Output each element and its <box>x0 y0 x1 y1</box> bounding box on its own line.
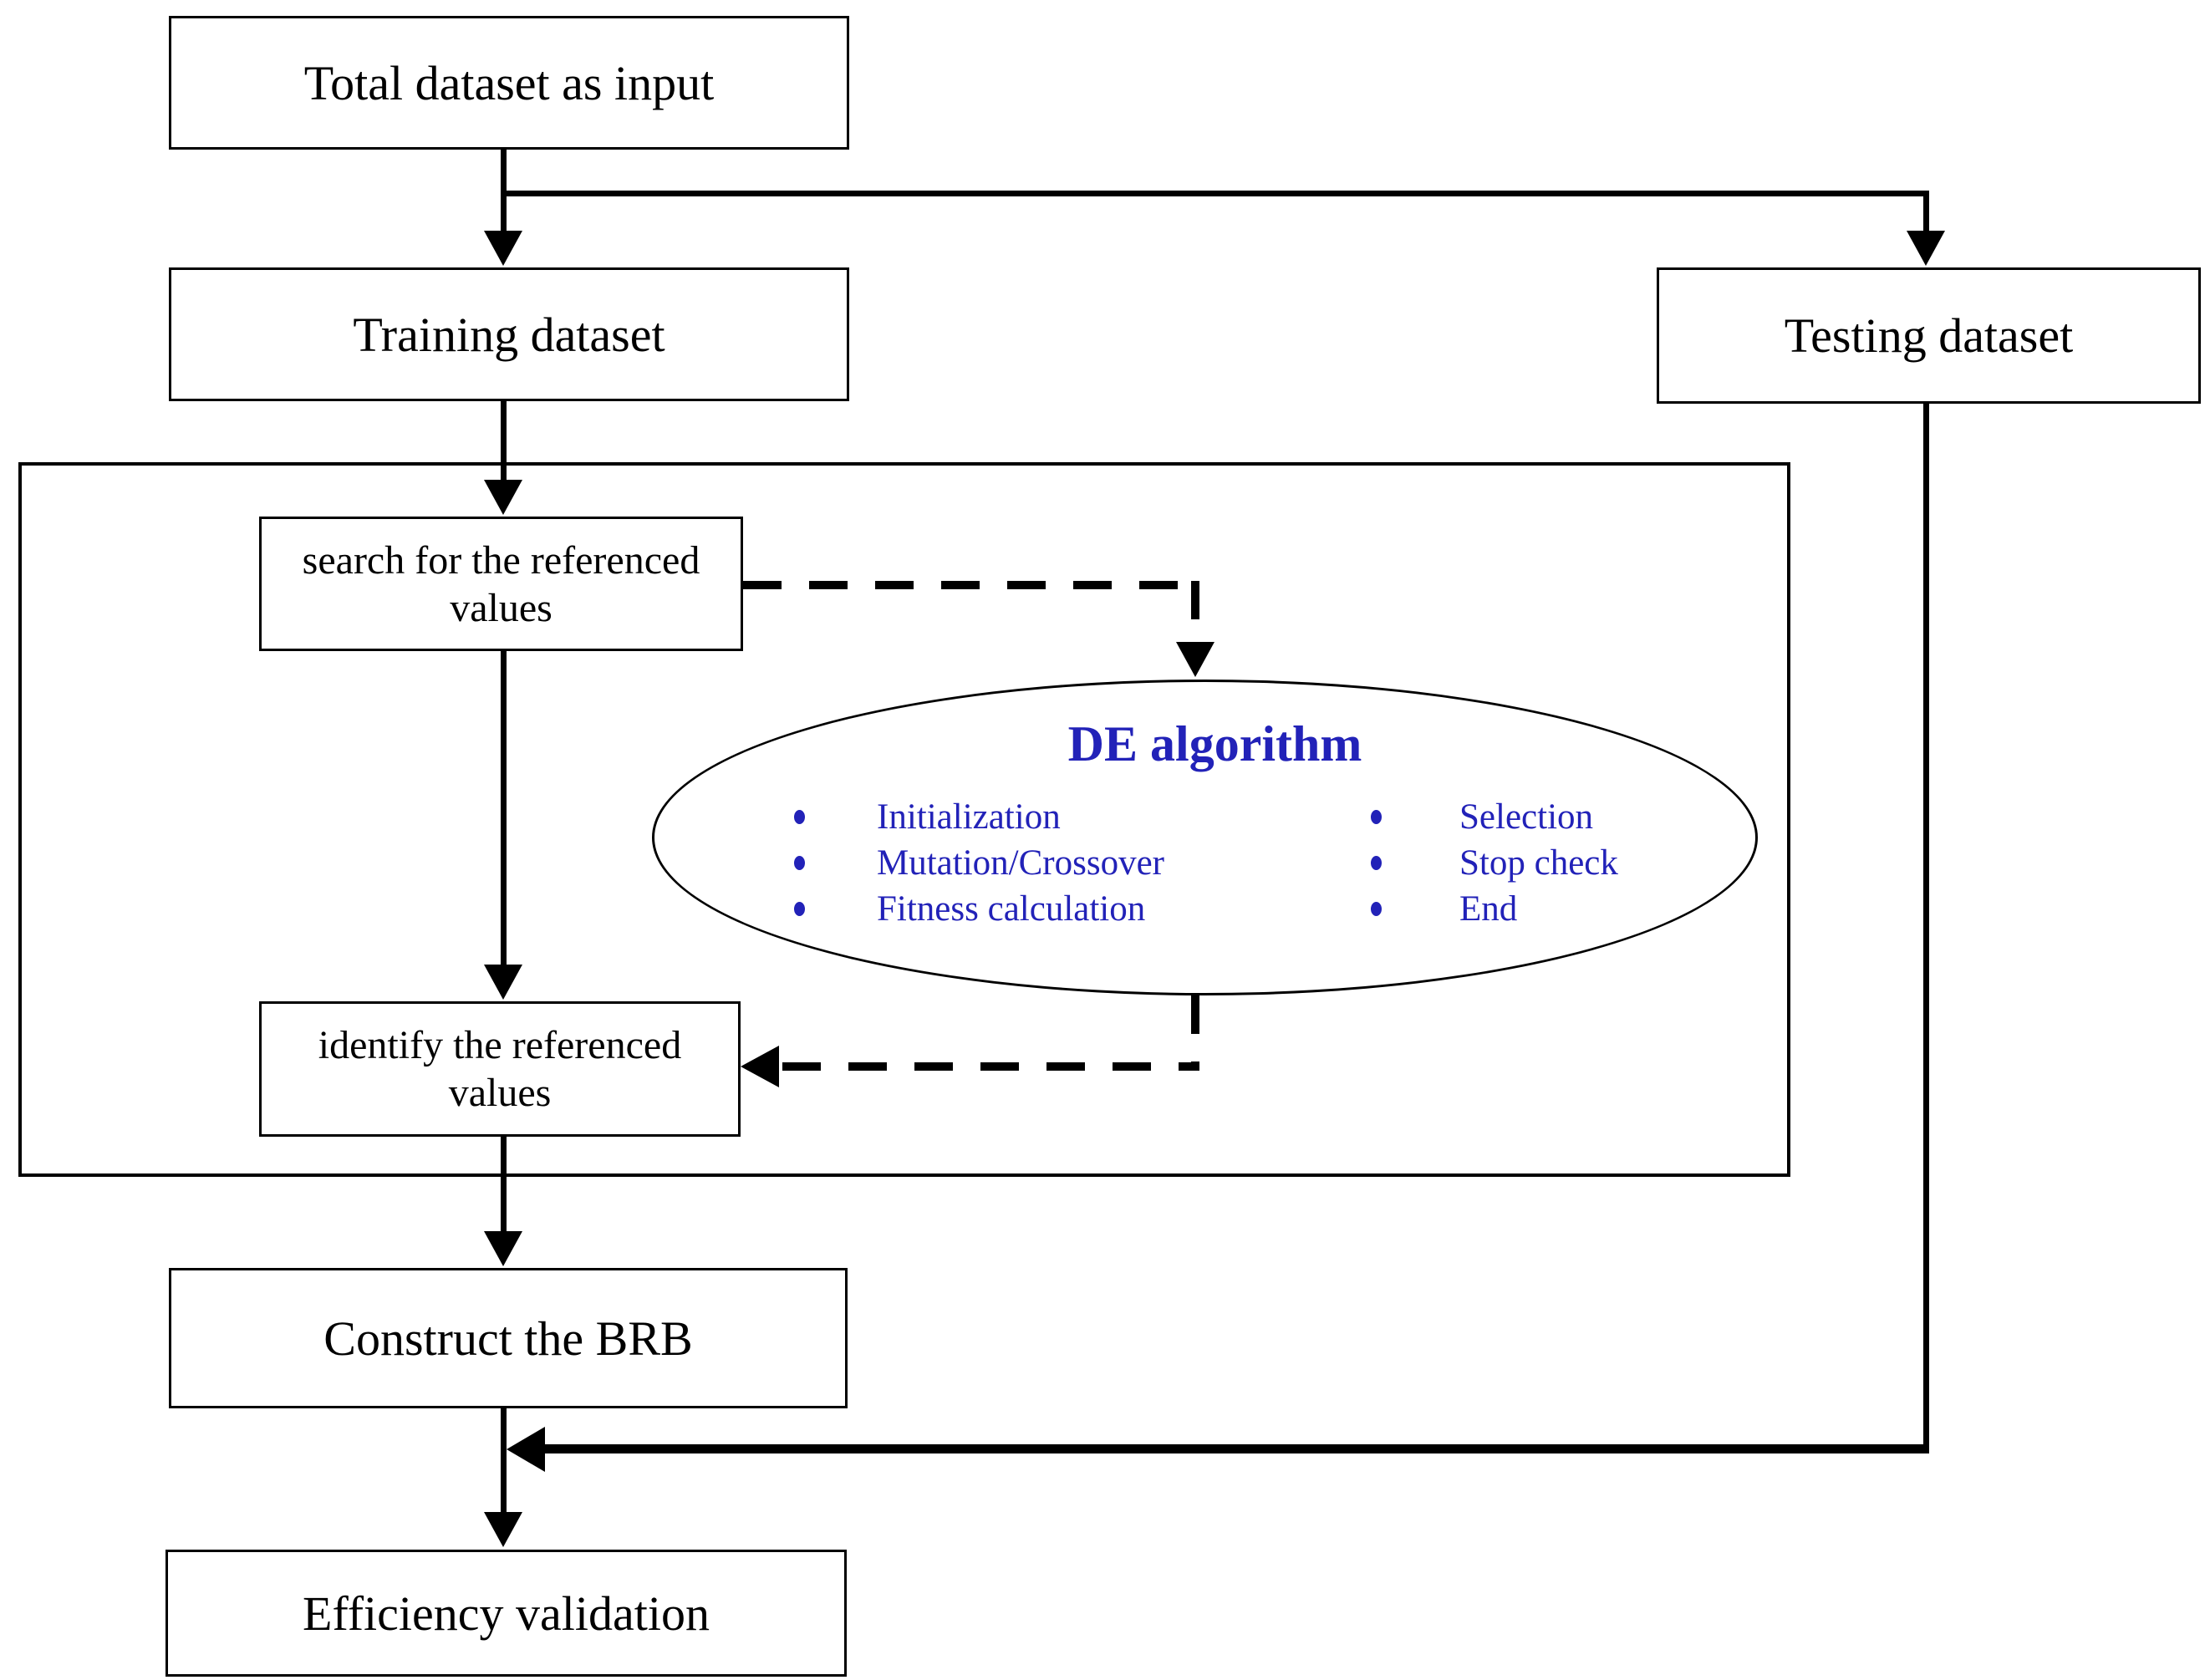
arrowhead-into-identify-right <box>741 1046 779 1087</box>
bullet-icon <box>1371 810 1382 824</box>
bullet-icon <box>794 902 805 916</box>
list-item: Mutation/Crossover <box>794 840 1164 886</box>
arrowhead-into-ellipse <box>1176 642 1214 677</box>
dashed-ellipse-to-identify-horizontal <box>782 1062 1199 1071</box>
list-item: Initialization <box>794 794 1164 840</box>
list-item-label: Stop check <box>1459 843 1618 883</box>
connector-construct-to-efficiency <box>501 1408 507 1514</box>
dashed-ellipse-to-identify-vertical <box>1191 995 1199 1071</box>
list-item-label: Selection <box>1459 797 1594 837</box>
list-item-label: Initialization <box>877 797 1061 837</box>
connector-branch-to-testing <box>1923 191 1929 237</box>
arrowhead-join-left <box>507 1427 545 1472</box>
connector-testing-join-horizontal <box>545 1444 1929 1453</box>
node-training-dataset-label: Training dataset <box>353 307 665 362</box>
arrowhead-into-training <box>484 231 522 266</box>
connector-branch-horizontal <box>503 191 1929 196</box>
arrowhead-into-search <box>484 480 522 515</box>
node-identify-referenced-values: identify the referenced values <box>259 1001 741 1137</box>
list-item-label: Mutation/Crossover <box>877 843 1164 883</box>
node-search-referenced-values: search for the referenced values <box>259 517 743 651</box>
node-total-dataset: Total dataset as input <box>169 16 849 150</box>
node-efficiency-validation: Efficiency validation <box>165 1550 847 1677</box>
node-search-referenced-values-label: search for the referenced values <box>302 537 700 630</box>
bullet-icon <box>794 810 805 824</box>
list-item: End <box>1371 886 1618 932</box>
node-testing-dataset-label: Testing dataset <box>1784 308 2074 363</box>
list-item: Stop check <box>1371 840 1618 886</box>
list-item: Fitness calculation <box>794 886 1164 932</box>
node-efficiency-validation-label: Efficiency validation <box>303 1586 710 1641</box>
list-item: Selection <box>1371 794 1618 840</box>
arrowhead-into-efficiency <box>484 1512 522 1547</box>
training-stage-container <box>18 462 1790 1177</box>
connector-identify-to-construct <box>501 1137 507 1233</box>
de-algorithm-left-list: Initialization Mutation/Crossover Fitnes… <box>794 794 1164 932</box>
arrowhead-into-construct <box>484 1231 522 1266</box>
list-item-label: Fitness calculation <box>877 889 1146 929</box>
bullet-icon <box>1371 856 1382 870</box>
de-algorithm-title: DE algorithm <box>662 715 1768 773</box>
node-testing-dataset: Testing dataset <box>1657 267 2201 404</box>
node-total-dataset-label: Total dataset as input <box>303 55 715 110</box>
connector-training-to-search <box>501 401 507 485</box>
list-item-label: End <box>1459 889 1518 929</box>
arrowhead-into-testing <box>1907 231 1945 266</box>
connector-testing-down <box>1923 404 1929 1451</box>
de-algorithm-right-list: Selection Stop check End <box>1371 794 1618 932</box>
node-construct-brb-label: Construct the BRB <box>323 1311 693 1366</box>
bullet-icon <box>794 856 805 870</box>
dashed-search-to-ellipse-horizontal <box>743 581 1199 589</box>
node-construct-brb: Construct the BRB <box>169 1268 848 1408</box>
de-algorithm-ellipse <box>652 680 1758 995</box>
arrowhead-into-identify <box>484 965 522 1000</box>
node-identify-referenced-values-label: identify the referenced values <box>318 1023 682 1115</box>
dashed-search-to-ellipse-vertical <box>1191 581 1199 644</box>
bullet-icon <box>1371 902 1382 916</box>
node-training-dataset: Training dataset <box>169 267 849 401</box>
de-algorithm-title-text: DE algorithm <box>1067 716 1362 771</box>
connector-search-to-identify <box>501 651 507 966</box>
